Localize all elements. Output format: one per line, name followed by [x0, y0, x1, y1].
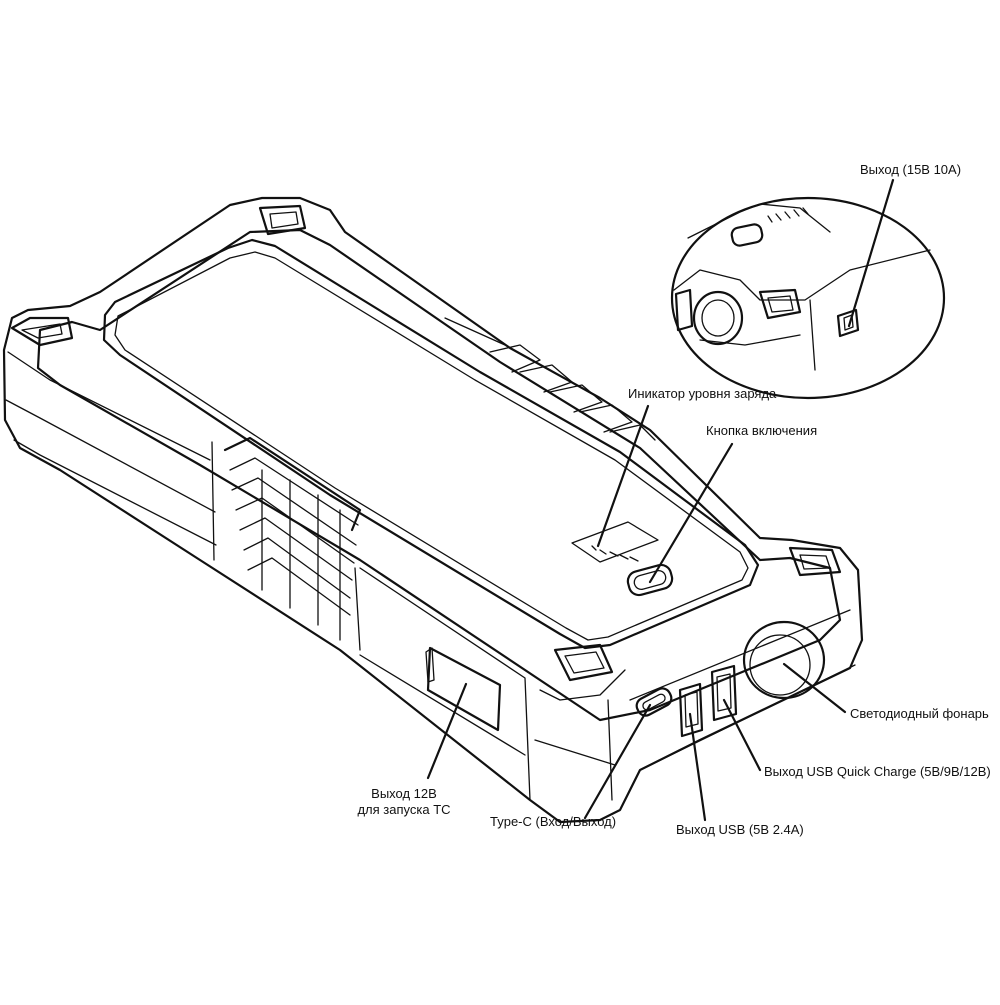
- label-charge-indicator: Иникатор уровня заряда: [628, 386, 777, 401]
- leader-charge-indicator: [596, 404, 650, 548]
- label-power-button: Кнопка включения: [706, 423, 818, 438]
- label-usb-output: Выход USB (5В 2.4А): [676, 822, 804, 837]
- leader-type-c: [583, 703, 652, 820]
- leader-power-button: [648, 442, 734, 584]
- label-type-c: Type-C (Вход/Выход): [490, 814, 617, 829]
- zoom-inset: [670, 196, 946, 400]
- callout-leaders: [426, 178, 895, 822]
- power-bank-body: [2, 196, 864, 824]
- label-led-flashlight: Светодиодный фонарь: [850, 706, 989, 721]
- leader-led-flashlight: [782, 662, 847, 714]
- label-output-12v-line2: для запуска ТС: [357, 802, 451, 817]
- leader-output-15v: [847, 178, 895, 328]
- label-output-12v-line1: Выход 12В: [371, 786, 437, 801]
- leader-output-12v: [426, 682, 468, 780]
- label-output-15v: Выход (15В 10А): [860, 162, 962, 177]
- leader-usb-output: [688, 712, 707, 822]
- label-usb-quick-charge: Выход USB Quick Charge (5В/9В/12В): [764, 764, 991, 779]
- label-output-12v: Выход 12В для запуска ТС: [354, 786, 454, 818]
- leader-usb-quick-charge: [722, 698, 762, 772]
